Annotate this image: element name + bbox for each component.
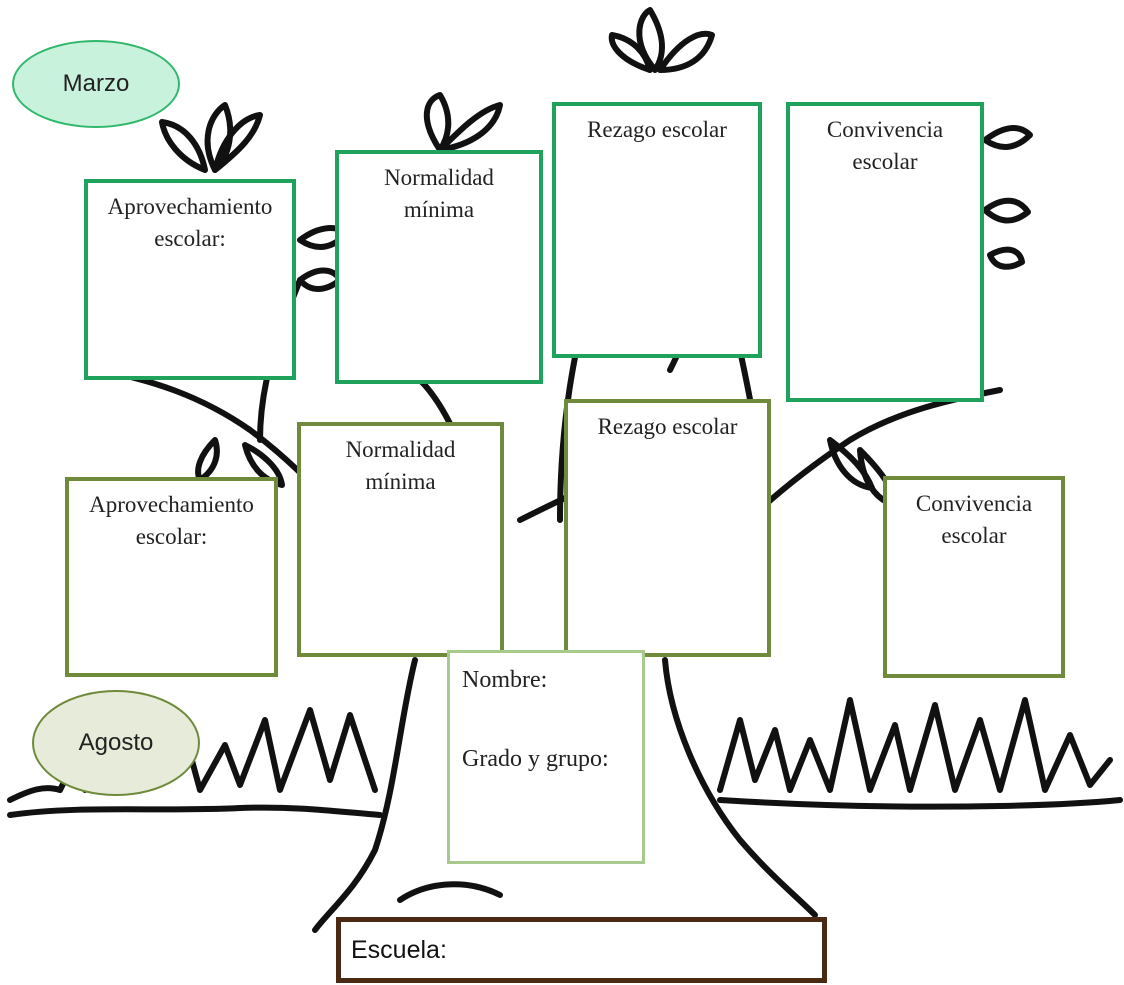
grass-right-base [717, 797, 1123, 810]
box-label-line2: escolar: [135, 524, 208, 549]
box-label-line1: Convivencia [826, 117, 944, 142]
march-box-convivencia[interactable]: Convivencia escolar [786, 102, 984, 402]
leaf-left-3 [195, 437, 220, 483]
box-label-line1: Rezago escolar [587, 117, 727, 142]
leaf-left-2 [297, 267, 343, 292]
grass-left-base [7, 804, 383, 818]
leaf-top-left-1 [204, 102, 234, 173]
august-oval: Agosto [32, 690, 200, 796]
box-label-line1: Aprovechamiento [107, 194, 273, 219]
leaf-right-5 [827, 437, 875, 491]
august-box-normalidad[interactable]: Normalidad mínima [297, 422, 504, 657]
march-box-aprovechamiento[interactable]: Aprovechamiento escolar: [84, 179, 296, 380]
school-label: Escuela: [351, 936, 447, 964]
leaf-top-center-3 [608, 32, 653, 73]
march-label: Marzo [62, 70, 130, 97]
august-box-rezago[interactable]: Rezago escolar [564, 399, 771, 657]
leaf-right-2 [982, 197, 1031, 224]
box-label-line2: escolar: [154, 226, 226, 251]
trunk-root-line [397, 881, 503, 903]
leaf-right-3 [987, 246, 1025, 270]
leaf-top-left-2 [212, 112, 263, 173]
august-box-convivencia[interactable]: Convivencia escolar [883, 476, 1065, 678]
leaf-top-mid-1 [423, 92, 452, 153]
student-info-box[interactable]: Nombre: Grado y grupo: [447, 650, 645, 864]
march-oval: Marzo [12, 40, 180, 128]
leaf-top-left-3 [159, 119, 208, 173]
box-label-line1: Normalidad [345, 437, 456, 462]
box-label-line2: mínima [365, 469, 436, 494]
leaf-right-1 [982, 125, 1033, 150]
grade-group-label: Grado y grupo: [462, 746, 609, 772]
leaf-left-4 [242, 442, 285, 488]
box-label-line2: mínima [403, 197, 475, 222]
march-box-normalidad[interactable]: Normalidad mínima [335, 150, 543, 384]
august-box-aprovechamiento[interactable]: Aprovechamiento escolar: [65, 477, 278, 677]
name-label: Nombre: [462, 667, 548, 693]
box-label-line1: Convivencia [915, 491, 1033, 516]
trunk-left-line [312, 657, 418, 933]
box-label-line1: Aprovechamiento [89, 492, 254, 517]
leaf-top-mid-2 [437, 102, 503, 153]
leaf-top-center-2 [657, 30, 715, 73]
box-label-line1: Rezago escolar [597, 414, 738, 439]
grass-right [717, 697, 1113, 793]
trunk-right-line [662, 657, 818, 918]
box-label-line2: escolar [852, 149, 918, 174]
box-label-line2: escolar [941, 523, 1007, 548]
leaf-top-center-1 [636, 7, 665, 73]
august-label: Agosto [78, 729, 154, 756]
box-label-line1: Normalidad [384, 165, 494, 190]
school-box[interactable]: Escuela: [336, 917, 827, 983]
march-box-rezago[interactable]: Rezago escolar [552, 102, 762, 358]
